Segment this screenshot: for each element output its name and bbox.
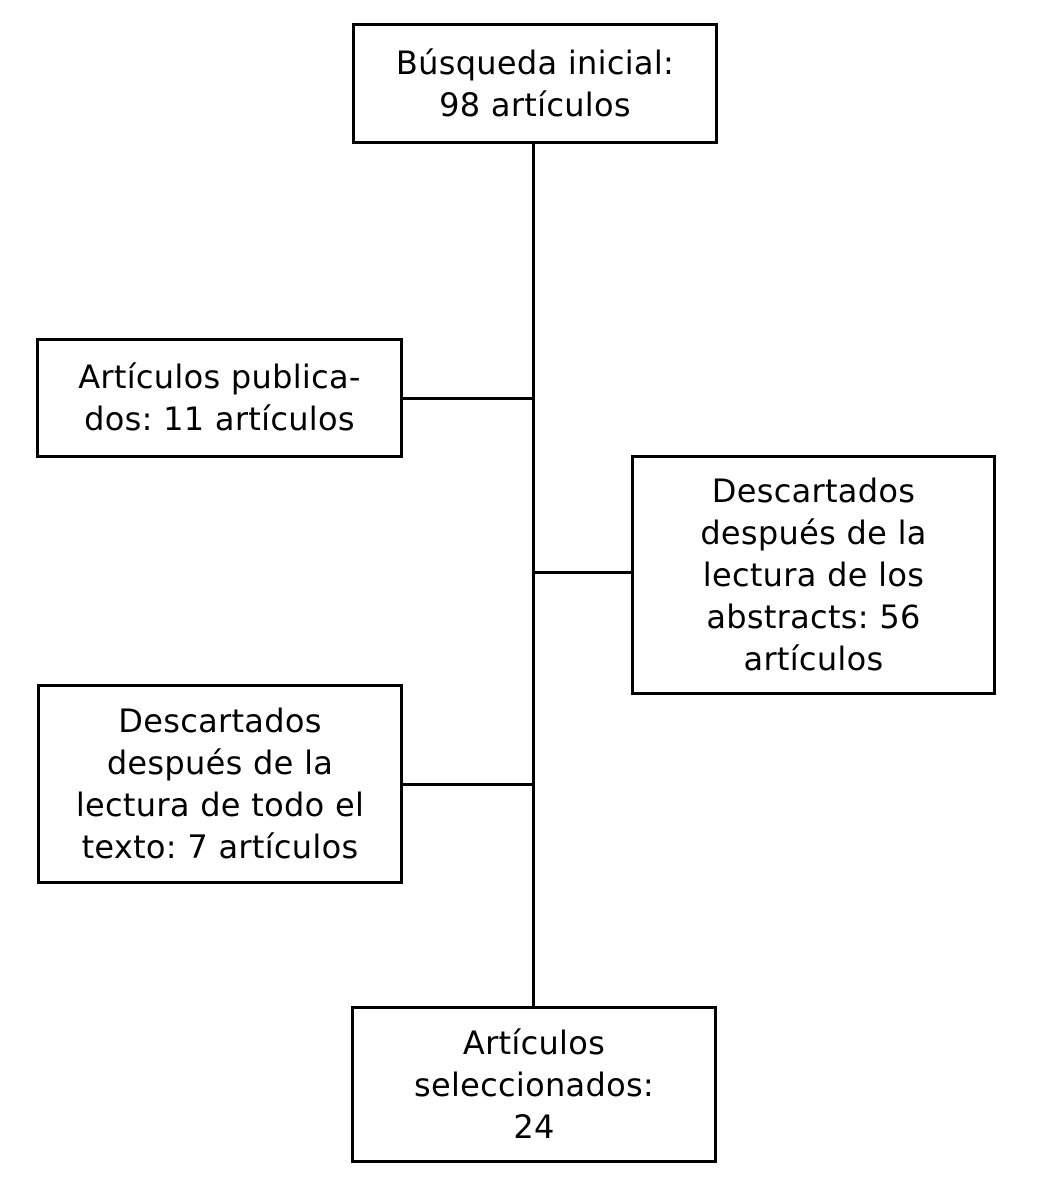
node-descartados-abstracts-label: Descartados después de la lectura de los…	[700, 472, 927, 678]
connector-branch-discarded-abstracts	[533, 571, 633, 574]
connector-vertical-line	[532, 144, 535, 1008]
connector-branch-discarded-fulltext	[403, 783, 534, 786]
node-articulos-seleccionados-label: Artículos seleccionados: 24	[413, 1023, 655, 1146]
node-articulos-seleccionados: Artículos seleccionados: 24	[351, 1006, 717, 1163]
connector-branch-published	[403, 397, 534, 400]
node-descartados-abstracts: Descartados después de la lectura de los…	[631, 455, 996, 695]
node-descartados-texto-completo: Descartados después de la lectura de tod…	[37, 684, 403, 884]
node-busqueda-inicial-label: Búsqueda inicial: 98 artículos	[395, 43, 675, 124]
node-articulos-publicados: Artículos publica- dos: 11 artículos	[36, 338, 403, 458]
node-articulos-publicados-label: Artículos publica- dos: 11 artículos	[78, 358, 361, 438]
node-descartados-texto-completo-label: Descartados después de la lectura de tod…	[75, 702, 365, 866]
node-busqueda-inicial: Búsqueda inicial: 98 artículos	[352, 23, 718, 144]
